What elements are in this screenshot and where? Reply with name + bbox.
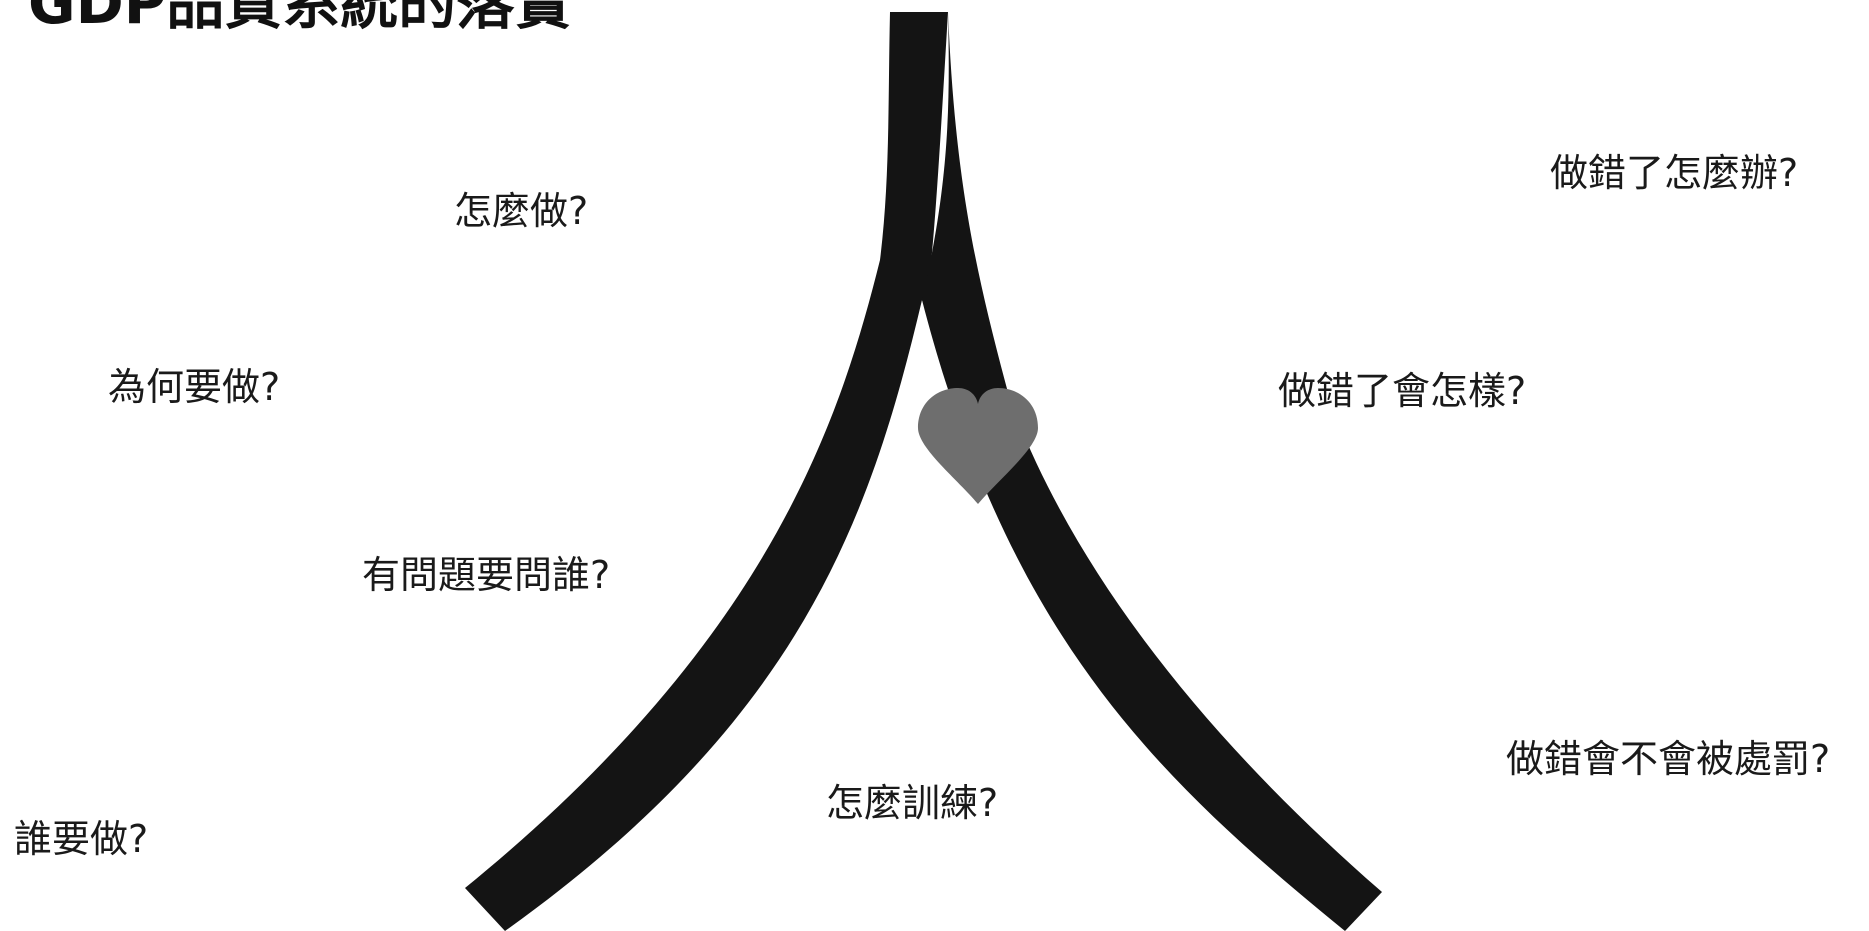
question-how: 怎麼做? (454, 189, 589, 233)
question-why: 為何要做? (108, 365, 281, 409)
question-fix: 做錯了怎麼辦? (1550, 151, 1799, 195)
figure-left-stroke (465, 12, 948, 931)
question-result: 做錯了會怎樣? (1278, 369, 1527, 413)
question-punish: 做錯會不會被處罰? (1506, 737, 1831, 781)
question-ask: 有問題要問誰? (362, 553, 611, 597)
heart-icon (918, 388, 1038, 504)
page-title: GDP品質系統的落實 (28, 0, 573, 37)
figure-right-stroke (922, 12, 1382, 931)
question-train: 怎麼訓練? (826, 781, 999, 825)
question-who: 誰要做? (14, 817, 149, 861)
